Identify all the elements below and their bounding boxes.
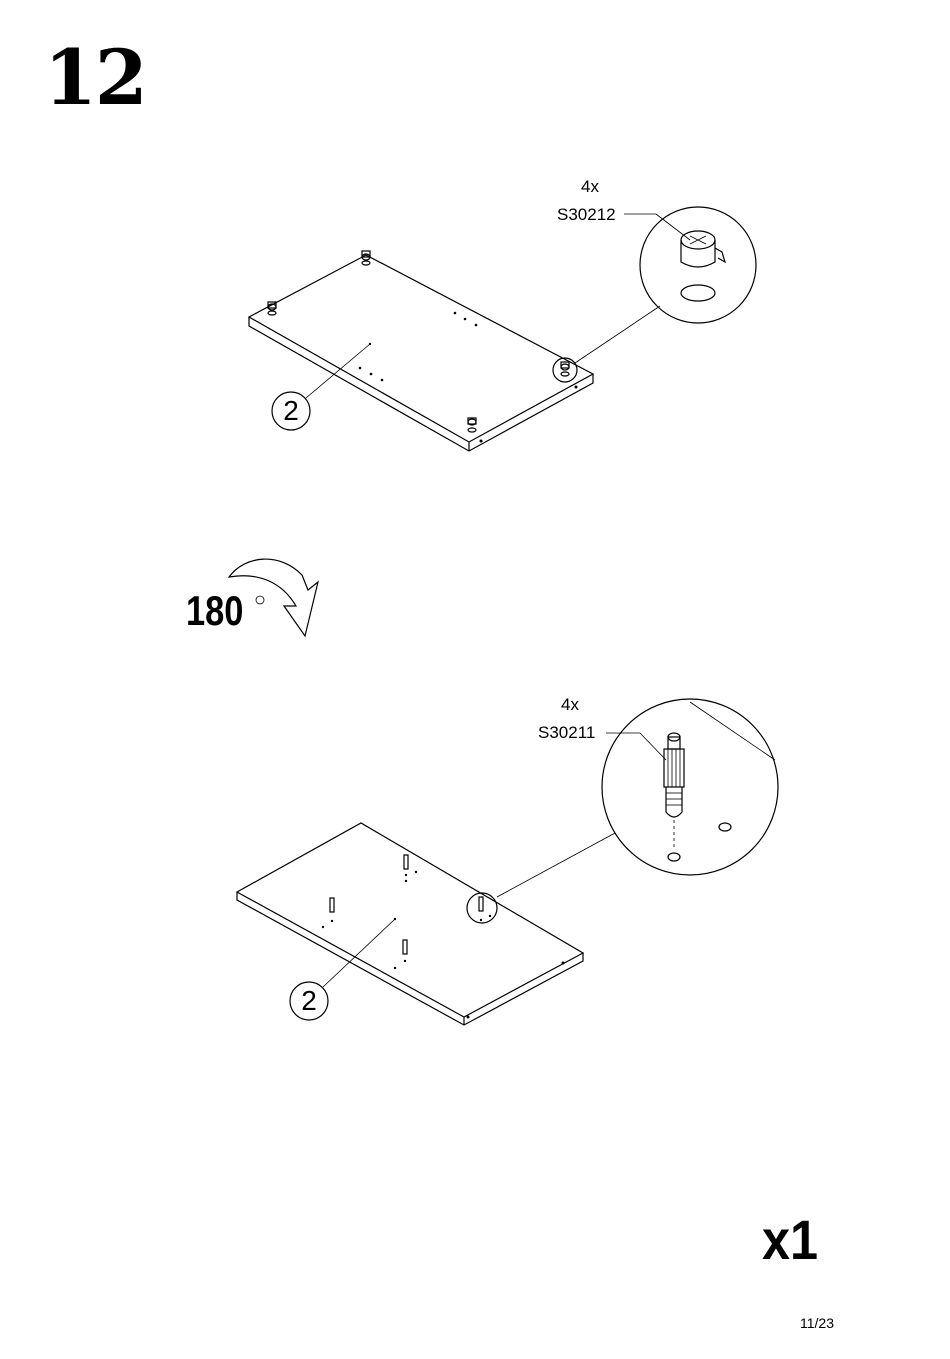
- cam-lock-icon: [268, 302, 276, 315]
- cam-bolt-icon: [664, 733, 731, 861]
- cam-bolt-icon: [322, 898, 334, 928]
- cam-bolt-icon: [404, 855, 417, 882]
- top-panel: [249, 207, 756, 451]
- bottom-hardware-count: 4x: [561, 696, 579, 713]
- bottom-panel: [237, 699, 778, 1025]
- cam-bolt-icon: [394, 940, 407, 969]
- cam-bolt-icon: [479, 897, 491, 921]
- top-hardware-count: 4x: [581, 178, 599, 195]
- cam-lock-icon: [681, 231, 725, 301]
- bottom-hardware-code: S30211: [538, 724, 595, 741]
- rotation-label: 180: [186, 590, 243, 632]
- top-hardware-code: S30212: [557, 206, 616, 223]
- cam-lock-icon: [468, 418, 476, 432]
- quantity-label: x1: [762, 1212, 818, 1268]
- cam-lock-icon: [561, 362, 569, 376]
- cam-lock-icon: [362, 251, 370, 265]
- top-part-number: 2: [271, 397, 311, 425]
- bottom-part-number: 2: [289, 987, 329, 1015]
- page-number: 11/23: [800, 1316, 834, 1330]
